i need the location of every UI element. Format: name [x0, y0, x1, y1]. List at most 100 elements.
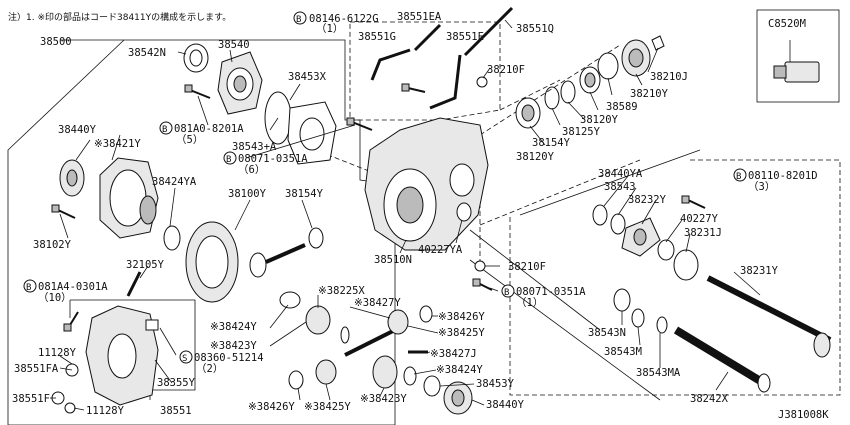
axle-line-2 — [469, 259, 661, 401]
label-38421Y: ※38421Y — [94, 138, 141, 150]
label-38425Y-b: ※38425Y — [304, 401, 351, 413]
label-38543N: 38543N — [588, 327, 626, 339]
leader-lines — [50, 19, 761, 411]
part-38543N — [613, 288, 631, 312]
label-38453X: 38453X — [288, 71, 327, 83]
label-38423Y-b: ※38423Y — [360, 393, 407, 405]
bolt-mark-08071-a: B — [223, 151, 237, 165]
label-11128Y-b: 11128Y — [86, 405, 125, 417]
part-08360-screw — [145, 319, 159, 331]
axle-line-1 — [469, 229, 601, 331]
label-38589: 38589 — [606, 101, 638, 113]
part-38440Y-bearing-a — [59, 159, 85, 197]
label-38120Y-b: 38120Y — [516, 151, 555, 163]
part-38154Y-shim — [544, 86, 560, 110]
label-38500: 38500 — [40, 36, 72, 48]
bolt-38102Y — [51, 204, 76, 219]
label-38543A: 38543+A — [232, 141, 277, 153]
part-38543-oring — [610, 213, 626, 235]
part-38210F-bottom — [474, 260, 486, 272]
label-08146-qty: （1） — [316, 23, 343, 35]
part-38421Y-case — [99, 157, 159, 239]
label-081A4-qty: （10） — [38, 292, 72, 304]
part-38440YA — [592, 204, 608, 226]
label-38426Y-b: ※38426Y — [248, 401, 295, 413]
label-38551: 38551 — [160, 405, 192, 417]
label-38424Y-b: ※38424Y — [436, 364, 483, 376]
label-38425Y-a: ※38425Y — [438, 327, 485, 339]
svg-text:B: B — [26, 283, 31, 293]
label-38210Y: 38210Y — [630, 88, 669, 100]
label-38231J: 38231J — [684, 227, 722, 239]
part-38551E — [429, 54, 462, 110]
guide-dash-4 — [499, 79, 561, 111]
part-38589 — [597, 52, 619, 80]
part-38551EA — [413, 23, 442, 52]
label-38542N: 38542N — [128, 47, 166, 59]
label-38440Y-b: 38440Y — [486, 399, 525, 411]
label-08110-qty: （3） — [748, 181, 775, 193]
part-38551G — [370, 48, 411, 81]
label-38543MA: 38543MA — [636, 367, 681, 379]
inset-label: C8520M — [768, 18, 806, 30]
part-38423Y-gear-a — [305, 305, 331, 335]
part-38540 — [217, 51, 263, 115]
part-38543MA — [656, 316, 668, 334]
label-40227YA: 40227YA — [418, 244, 463, 256]
bolt-mark-081A0: B — [159, 121, 173, 135]
label-38440Y-a: 38440Y — [58, 124, 97, 136]
label-08360-qty: （2） — [196, 363, 223, 375]
label-38440YA: 38440YA — [598, 168, 643, 180]
part-38425Y-gear-b — [315, 359, 337, 385]
part-38424Y-washer-b — [403, 366, 417, 386]
bolt-08071-b — [472, 278, 493, 291]
note-text: 注）1. ※印の部品はコード38411Yの構成を示します。 — [8, 11, 231, 23]
label-32105Y: 32105Y — [126, 259, 165, 271]
part-38210Y — [621, 39, 651, 77]
label-38551F: 38551F — [12, 393, 50, 405]
part-38542N — [183, 43, 209, 73]
label-38426Y-a: ※38426Y — [438, 311, 485, 323]
part-11128Y-plug — [64, 402, 76, 414]
sealant-tube-icon — [773, 40, 820, 83]
part-38543M — [631, 308, 645, 328]
part-38424Y-washer — [279, 291, 301, 309]
guide-dash-5 — [479, 159, 641, 226]
svg-text:B: B — [736, 172, 741, 182]
part-38100Y-ring-gear — [185, 221, 306, 303]
label-38540: 38540 — [218, 39, 250, 51]
label-38551E: 38551E — [446, 31, 484, 43]
svg-text:S: S — [182, 354, 187, 364]
label-08360-51214: 08360-51214 — [194, 352, 264, 364]
label-38125Y: 38125Y — [562, 126, 601, 138]
guide-dash-3 — [479, 44, 621, 136]
label-38355Y: 38355Y — [157, 377, 196, 389]
label-081A4-0301A: 081A4-0301A — [38, 281, 108, 293]
part-38125Y — [560, 80, 576, 104]
bolt-mark-08071-b: B — [501, 284, 515, 298]
part-labels: 38500 38542N 38540 08146-6122G （1） 38551… — [12, 11, 818, 417]
part-38232Y — [621, 217, 661, 257]
svg-text:B: B — [296, 15, 301, 25]
label-081A0-8201A: 081A0-8201A — [174, 123, 244, 135]
axle-line-3 — [519, 149, 701, 216]
bolt-mark-081A4: B — [23, 279, 37, 293]
label-38551EA: 38551EA — [397, 11, 442, 23]
diagram-code: J381008K — [778, 409, 829, 421]
bolt-mark-08110: B — [733, 168, 747, 182]
part-38423Y-gear-b — [372, 355, 398, 389]
svg-text:B: B — [162, 125, 167, 135]
part-38440Y-bearing-b — [443, 381, 473, 415]
svg-text:B: B — [504, 288, 509, 298]
label-38210F-b: 38210F — [508, 261, 546, 273]
part-38355Y-cover — [85, 305, 159, 406]
bolt-08110 — [681, 195, 706, 209]
label-38424YA: 38424YA — [152, 176, 197, 188]
label-38231Y: 38231Y — [740, 265, 779, 277]
label-38120Y-a: 38120Y — [580, 114, 619, 126]
part-38231J — [673, 249, 699, 281]
bolt-081A0 — [184, 84, 211, 99]
inset-box — [756, 9, 840, 103]
